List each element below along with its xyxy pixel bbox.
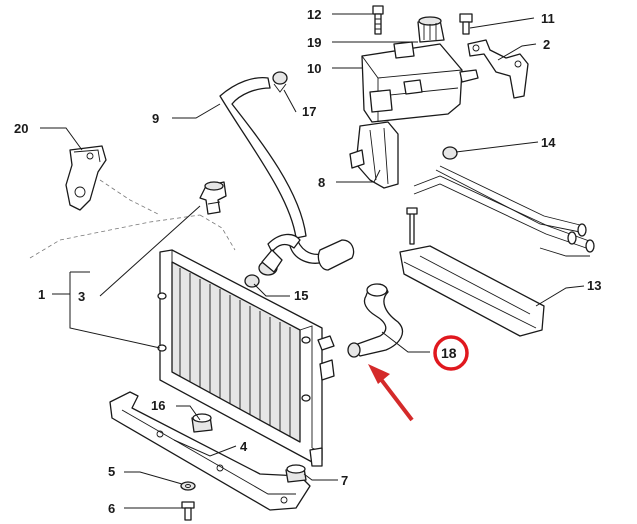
part-11-screw: [459, 13, 473, 35]
highlight-ring-18: [433, 335, 469, 371]
part-6-bolt: [181, 501, 195, 521]
part-20-bracket: [65, 145, 107, 211]
callout-15: 15: [294, 288, 308, 303]
callout-20: 20: [14, 121, 28, 136]
leader-lines: [40, 13, 585, 509]
callout-7: 7: [341, 473, 348, 488]
callout-3: 3: [78, 289, 85, 304]
callout-8: 8: [318, 175, 325, 190]
callout-16: 16: [151, 398, 165, 413]
part-18-hose: [347, 283, 403, 358]
callout-4: 4: [240, 439, 248, 454]
callout-19: 19: [307, 35, 321, 50]
part-19-cap: [417, 16, 445, 43]
part-16-mount: [191, 413, 213, 433]
part-7-mount: [285, 464, 307, 483]
phantom-lines: [29, 179, 236, 259]
highlight-arrow: [368, 364, 414, 422]
part-12-bolt: [372, 5, 384, 35]
callout-6: 6: [108, 501, 115, 516]
part-10-expansion-tank: [361, 41, 479, 123]
callout-14: 14: [541, 135, 556, 150]
part-14-clamp: [442, 146, 458, 160]
part-9-hose: [219, 76, 355, 276]
callout-5: 5: [108, 464, 115, 479]
callout-12: 12: [307, 7, 321, 22]
part-15-clamp: [244, 274, 260, 288]
callout-10: 10: [307, 61, 321, 76]
part-5-washer: [180, 481, 196, 491]
part-17-clamp: [272, 71, 288, 93]
callout-9: 9: [152, 111, 159, 126]
part-3-sensor: [199, 181, 227, 215]
part-1-radiator: [157, 249, 335, 467]
part-13-pipes: [399, 165, 595, 337]
part-2-bracket: [467, 39, 529, 99]
part-8-support: [349, 121, 399, 189]
callout-labels: 12 19 10 11 2 9 17 20 8 14 1 3 15 13 18 …: [14, 7, 601, 516]
callout-18: 18: [441, 345, 457, 361]
callout-17: 17: [302, 104, 316, 119]
callout-11: 11: [541, 11, 555, 26]
callout-2: 2: [543, 37, 550, 52]
callout-13: 13: [587, 278, 601, 293]
callout-1: 1: [38, 287, 45, 302]
